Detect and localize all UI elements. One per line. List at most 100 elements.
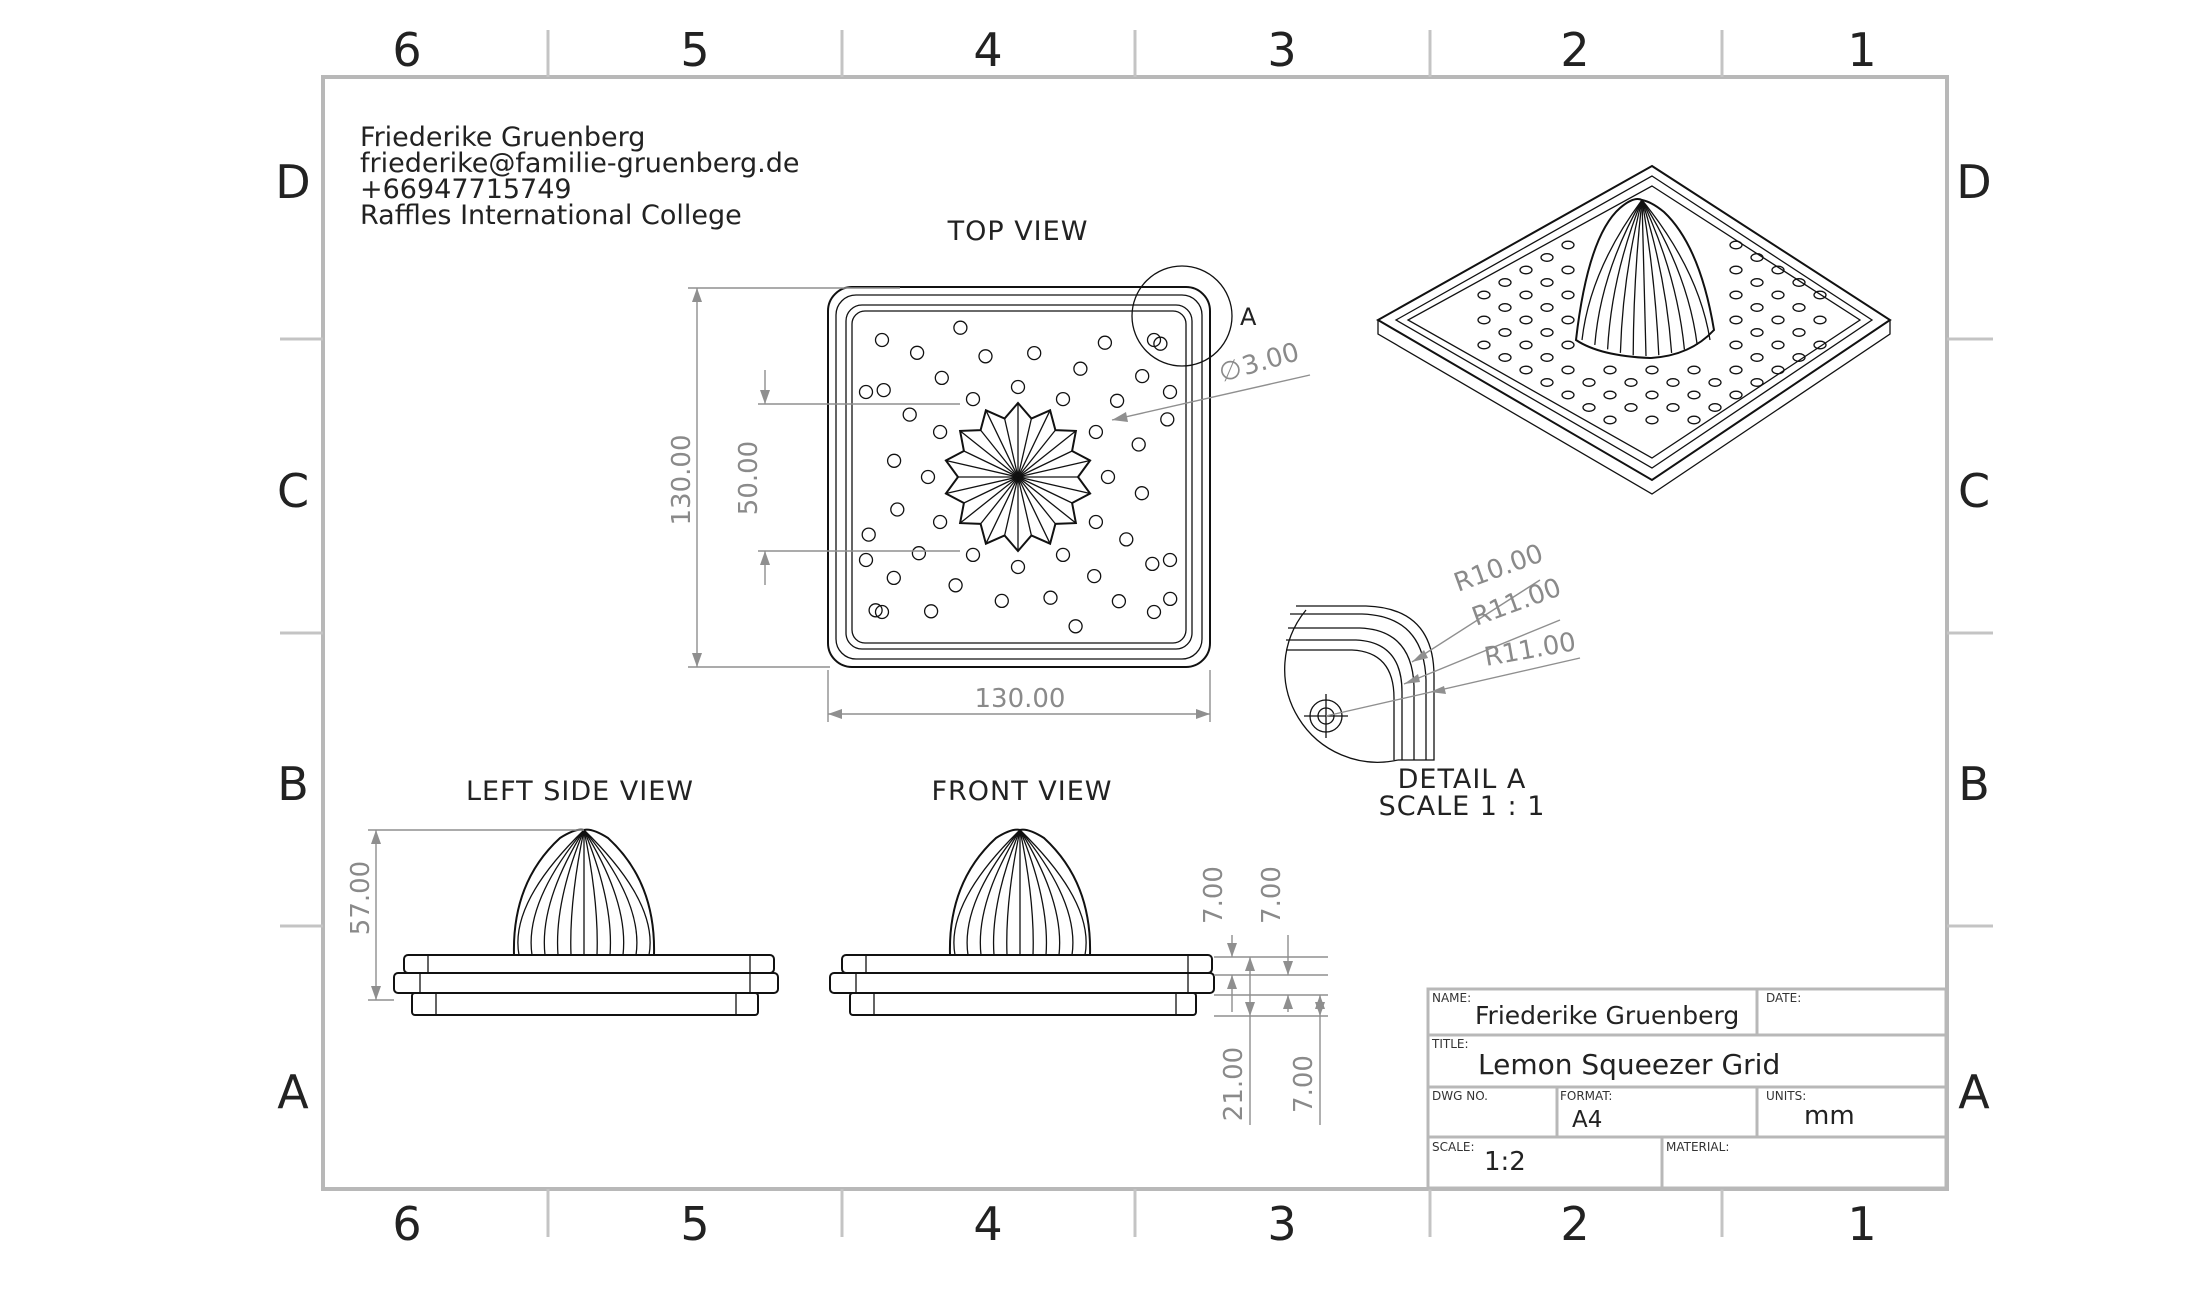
cone-ridge [583,829,598,956]
dim-h4: 7.00 [1289,1055,1319,1113]
zone-col-4-bottom: 4 [973,1197,1002,1251]
tb-scale-label: SCALE: [1432,1140,1475,1154]
reamer-ridge [963,450,1019,478]
iso-drain-hole [1561,390,1575,400]
iso-drain-hole [1792,303,1806,312]
iso-drain-hole [1624,378,1638,387]
iso-drain-hole [1750,328,1764,337]
iso-drain-hole [1540,278,1554,287]
drain-hole [934,370,949,386]
drain-hole [1027,345,1042,361]
drain-hole [923,604,939,619]
drain-hole [1163,591,1178,607]
iso-drain-hole [1498,303,1512,312]
drain-hole [1134,486,1150,501]
iso-drain-hole [1813,315,1827,325]
drain-hole [1088,514,1104,530]
detail-a-marker: A [1240,303,1257,331]
iso-drain-hole [1561,240,1575,250]
iso-drain-hole [1729,390,1743,400]
drain-hole [886,453,902,468]
iso-drain-hole [1603,415,1617,425]
zone-col-5-bottom: 5 [680,1197,709,1251]
iso-reamer-ridges [1581,199,1711,357]
drain-hole [890,502,905,517]
zone-ticks [280,30,1993,1237]
iso-ridge [1641,199,1686,350]
dim-height-130: 130.00 [667,435,697,526]
iso-ridge [1641,199,1698,345]
drain-hole [1055,391,1071,407]
iso-ridge [1641,199,1647,357]
iso-drain-hole [1603,390,1617,400]
iso-ridge [1581,199,1643,341]
iso-drain-hole [1561,265,1575,275]
iso-ridge [1619,199,1643,353]
drain-hole [1109,393,1125,408]
author-name: Friederike Gruenberg [360,122,645,153]
drain-hole [886,570,901,586]
zone-col-3-bottom: 3 [1267,1197,1296,1251]
zone-col-1-bottom: 1 [1847,1197,1876,1251]
drain-hole [1043,590,1058,605]
drain-hole [1068,619,1083,634]
drain-hole [932,424,948,440]
top-view: A [827,265,1257,668]
dim-width-130: 130.00 [975,684,1066,714]
iso-drain-hole [1645,390,1659,400]
iso-drain-hole [1750,253,1764,262]
dim-radius-3: R11.00 [1482,627,1578,673]
tb-format-label: FORMAT: [1560,1089,1612,1103]
cone-ridge [583,829,651,956]
reamer-ridge [1017,429,1056,478]
drain-hole [1097,335,1113,350]
iso-drain-hole [1687,390,1701,400]
drain-hole [978,349,993,364]
iso-drain-hole [1561,315,1575,325]
front-view-label: FRONT VIEW [931,776,1112,807]
zone-row-a-left: A [277,1065,309,1119]
drain-hole [1146,604,1162,620]
iso-ridge [1606,199,1643,350]
iso-drain-hole [1750,378,1764,387]
iso-drain-hole [1540,378,1554,387]
drain-hole [1087,568,1102,584]
iso-ridge [1594,199,1643,345]
zone-row-b-right: B [1958,757,1990,811]
iso-drain-hole [1792,328,1806,337]
zone-row-c-right: C [1958,464,1990,518]
author-phone: +66947715749 [360,174,572,205]
zone-col-6-top: 6 [392,23,421,77]
front-dimensions [1214,935,1328,1125]
iso-drain-hole [1519,290,1533,300]
drain-hole [1100,469,1116,485]
reamer-ridge [1017,476,1056,525]
reamer-ridge [1017,418,1033,478]
zone-col-2-bottom: 2 [1560,1197,1589,1251]
iso-drain-hole [1750,303,1764,312]
drain-hole [909,345,925,360]
cone-ridge [1019,829,1061,956]
iso-drain-hole [1582,378,1596,387]
drain-holes [858,320,1178,634]
reamer-ridge [1017,476,1073,504]
reamer-ridge [1017,430,1077,478]
iso-drain-hole [1708,403,1722,412]
cone-ridge [583,829,612,956]
iso-drain-hole [1708,378,1722,387]
drain-hole [1119,532,1134,547]
drain-hole [858,552,874,568]
drain-hole [1131,437,1146,452]
zone-col-4-top: 4 [973,23,1002,77]
drain-hole [994,593,1009,609]
zone-col-2-top: 2 [1560,23,1589,77]
iso-drain-hole [1540,253,1554,262]
title-block [1426,987,1948,1190]
cone-ridge [1006,829,1021,956]
reamer-ridge [959,476,1019,524]
dim-hole-diameter: ∅ 3.00 [1216,337,1303,388]
iso-drain-hole [1750,353,1764,362]
author-email: friederike@familie-gruenberg.de [360,148,800,179]
hole-value: 3.00 [1239,337,1303,382]
